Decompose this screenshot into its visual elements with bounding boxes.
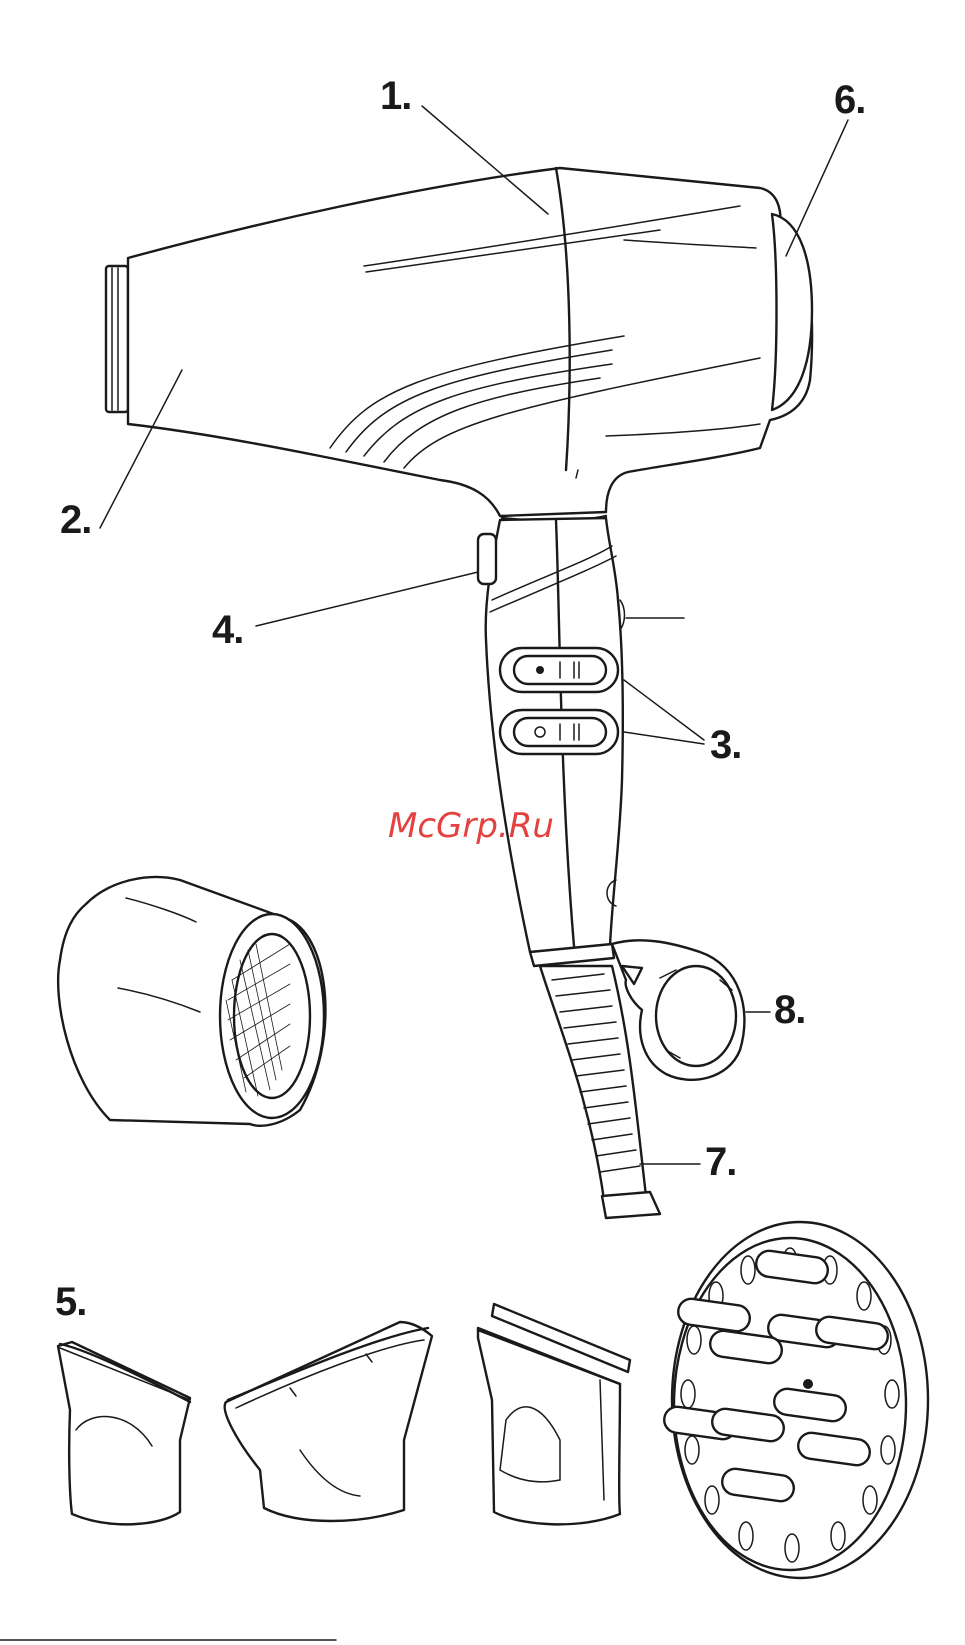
cord-end [602,1192,660,1218]
diffuser-attachment [663,1222,928,1578]
leader-line-3b [624,732,704,744]
label-item-3: 3. [710,725,741,765]
label-item-1: 1. [380,76,411,116]
dryer-body [106,168,812,527]
watermark: McGrp.Ru [388,806,554,846]
cool-shot-button [478,534,496,584]
label-item-5: 5. [55,1282,86,1322]
label-item-6: 6. [834,80,865,120]
leader-line-3a [624,680,704,740]
cord-strain-relief [540,966,646,1200]
leader-line-4 [256,572,478,626]
label-item-2: 2. [60,500,91,540]
diffuser-cap [58,877,325,1126]
leader-line-6 [786,120,848,256]
nozzle-attachment-2 [225,1322,432,1521]
nozzle-attachment-3 [478,1304,630,1524]
dryer-barrel [128,168,812,516]
rear-grill-plate [106,266,128,412]
label-item-8: 8. [774,990,805,1030]
switch-dot-mark [536,666,544,674]
label-item-4: 4. [212,610,243,650]
nozzle-attachment-1 [58,1342,190,1524]
label-item-7: 7. [705,1142,736,1182]
diffuser-center [803,1379,813,1389]
hanging-loop [612,940,744,1080]
cap-opening-inner [234,934,310,1098]
